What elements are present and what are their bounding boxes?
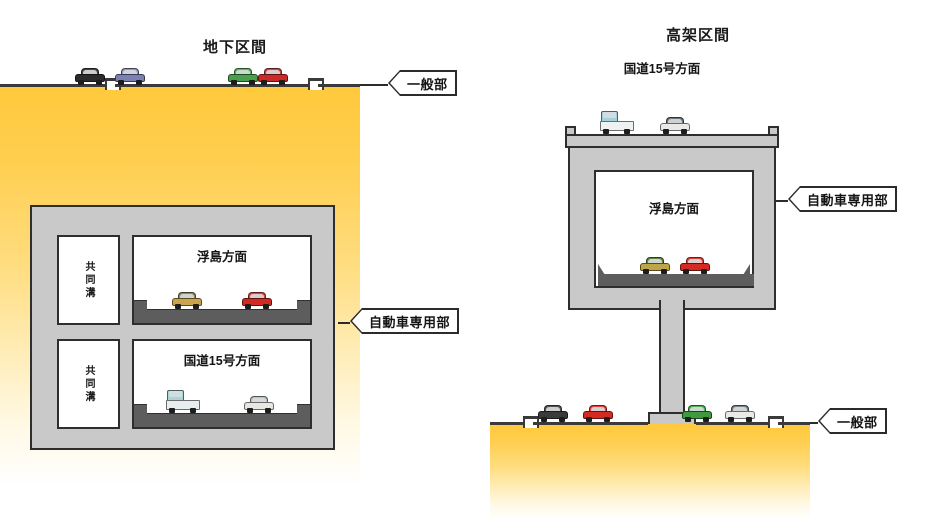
box-girder-haunch-left xyxy=(598,264,612,286)
ground-line-left-c xyxy=(318,84,360,87)
callout-general-left-label: 一般部 xyxy=(400,70,457,96)
box-girder-interior: 浮島方面 xyxy=(594,170,754,288)
box-girder-label: 浮島方面 xyxy=(648,202,699,216)
soil-fill-elevated xyxy=(490,424,810,519)
car-ground-1 xyxy=(538,405,568,422)
callout-arrow-icon xyxy=(350,308,362,334)
car-girder-1 xyxy=(640,257,670,274)
utility-duct-upper-label: 共同溝 xyxy=(83,260,94,300)
truck-elevated-top-1 xyxy=(600,110,634,134)
tunnel-lower-kerb-right xyxy=(297,404,310,427)
tunnel-box-structure: 共同溝 共同溝 浮島方面 xyxy=(30,205,335,450)
elevated-section-title: 高架区間 xyxy=(665,27,730,44)
truck-tunnel-lower-1 xyxy=(166,389,200,413)
callout-lead-expressway-left xyxy=(338,322,350,324)
tunnel-bore-lower: 国道15号方面 xyxy=(132,339,312,429)
car-ground-4 xyxy=(725,405,755,422)
ground-line-right-c xyxy=(696,422,768,425)
box-girder-structure: 浮島方面 xyxy=(568,146,776,310)
car-ground-2 xyxy=(583,405,613,422)
elevated-pier-column xyxy=(659,300,685,428)
car-ground-3 xyxy=(682,405,712,422)
utility-duct-upper: 共同溝 xyxy=(57,235,120,325)
car-surface-1 xyxy=(75,68,105,85)
parapet-right xyxy=(768,126,779,138)
callout-expressway-left: 自動車専用部 xyxy=(350,308,460,334)
callout-lead-general-left xyxy=(360,84,388,86)
tunnel-upper-kerb-right xyxy=(297,300,310,323)
ground-line-left-b xyxy=(115,84,320,87)
ground-line-left-a xyxy=(0,84,105,87)
callout-general-right-label: 一般部 xyxy=(830,408,887,434)
elevated-top-deck-label: 国道15号方面 xyxy=(623,62,701,76)
car-elevated-top-2 xyxy=(660,117,690,134)
box-girder-haunch-right xyxy=(736,264,750,286)
underground-section-panel: 地下区間 xyxy=(0,39,460,486)
ground-line-right-a xyxy=(490,422,523,425)
utility-duct-lower-label: 共同溝 xyxy=(83,364,94,404)
tunnel-lower-kerb-left xyxy=(134,404,147,427)
callout-expressway-right-label: 自動車専用部 xyxy=(800,186,898,212)
car-surface-2 xyxy=(115,68,145,85)
tunnel-bore-upper-label: 浮島方面 xyxy=(196,250,247,264)
box-girder-roadway xyxy=(598,274,754,286)
callout-lead-general-right xyxy=(810,422,818,424)
callout-arrow-icon xyxy=(388,70,400,96)
utility-duct-lower: 共同溝 xyxy=(57,339,120,429)
callout-lead-expressway-right xyxy=(776,200,788,202)
parapet-left xyxy=(565,126,576,138)
ground-line-right-b xyxy=(533,422,648,425)
underground-section-title: 地下区間 xyxy=(202,39,267,56)
car-tunnel-lower-2 xyxy=(244,396,274,413)
elevated-section-panel: 高架区間 国道15号方面 浮島方面 xyxy=(470,0,926,519)
car-surface-3 xyxy=(228,68,258,85)
ground-line-right-d xyxy=(778,422,810,425)
callout-expressway-right: 自動車専用部 xyxy=(788,186,898,212)
callout-general-left: 一般部 xyxy=(388,70,457,96)
tunnel-lower-roadway xyxy=(134,413,310,427)
callout-expressway-left-label: 自動車専用部 xyxy=(362,308,460,334)
callout-general-right: 一般部 xyxy=(818,408,887,434)
tunnel-bore-lower-label: 国道15号方面 xyxy=(183,354,261,368)
callout-arrow-icon xyxy=(788,186,800,212)
tunnel-upper-kerb-left xyxy=(134,300,147,323)
tunnel-upper-roadway xyxy=(134,309,310,323)
car-girder-2 xyxy=(680,257,710,274)
car-tunnel-upper-2 xyxy=(242,292,272,309)
car-tunnel-upper-1 xyxy=(172,292,202,309)
callout-arrow-icon xyxy=(818,408,830,434)
car-surface-4 xyxy=(258,68,288,85)
tunnel-bore-upper: 浮島方面 xyxy=(132,235,312,325)
